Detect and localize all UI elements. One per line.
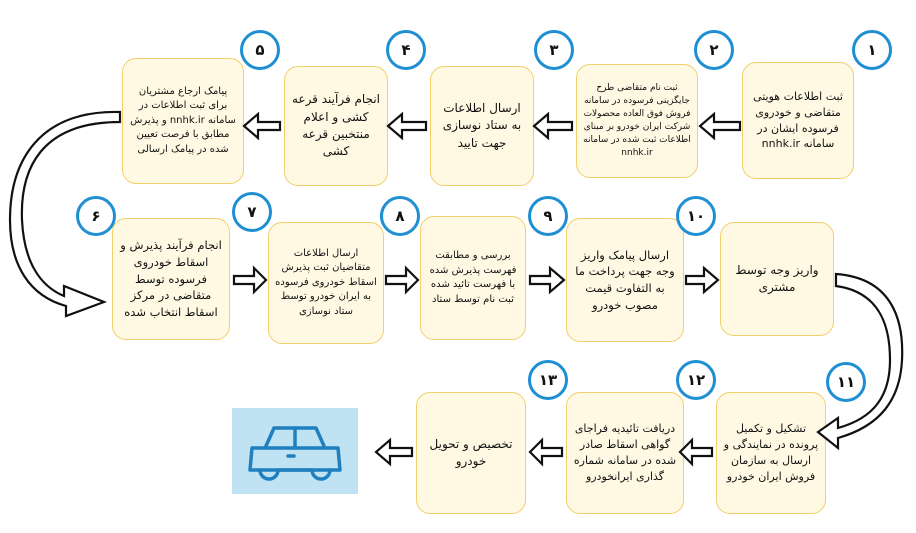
step-box-4: انجام فرآیند قرعه کشی و اعلام منتخبین قر… — [284, 66, 388, 186]
step-number-8: ۸ — [380, 196, 420, 236]
step-number-13: ۱۳ — [528, 360, 568, 400]
step-box-7: ارسال اطلاعات متقاضیان ثبت پذیرش اسقاط خ… — [268, 222, 384, 344]
step-text-3: ارسال اطلاعات به ستاد نوسازی جهت تایید — [442, 100, 522, 150]
arrow-left-icon — [678, 437, 714, 467]
step-text-12: دریافت تائیدیه فراجای گواهی اسقاط صادر ش… — [573, 422, 677, 483]
step-box-12: دریافت تائیدیه فراجای گواهی اسقاط صادر ش… — [566, 392, 684, 514]
step-text-10: واریز وجه توسط مشتری — [735, 262, 819, 294]
step-text-2: ثبت نام متقاضی طرح جایگزینی فرسوده در سا… — [583, 82, 691, 159]
step-number-3: ۳ — [534, 30, 574, 70]
curved-arrow-icon — [816, 272, 904, 451]
step-box-11: تشکیل و تکمیل پرونده در نمایندگی و ارسال… — [716, 392, 826, 514]
step-text-4: انجام فرآیند قرعه کشی و اعلام منتخبین قر… — [291, 92, 381, 159]
step-box-10: واریز وجه توسط مشتری — [720, 222, 834, 336]
arrow-left-icon — [528, 437, 564, 467]
step-number-7: ۷ — [232, 192, 272, 232]
step-number-5: ۵ — [240, 30, 280, 70]
step-text-7: ارسال اطلاعات متقاضیان ثبت پذیرش اسقاط خ… — [275, 247, 377, 317]
step-text-9: ارسال پیامک واریز وجه جهت پرداخت ما به ا… — [575, 247, 675, 312]
step-number-12: ۱۲ — [676, 360, 716, 400]
arrow-left-icon — [532, 111, 574, 141]
step-box-8: بررسی و مطابقت فهرست پذیرش شده با فهرست … — [420, 216, 526, 340]
step-box-3: ارسال اطلاعات به ستاد نوسازی جهت تایید — [430, 66, 534, 186]
arrow-right-icon — [232, 265, 268, 295]
arrow-right-icon — [384, 265, 420, 295]
step-box-5: پیامک ارجاع مشتریان برای ثبت اطلاعات در … — [122, 58, 244, 184]
step-number-11: ۱۱ — [826, 362, 866, 402]
step-text-8: بررسی و مطابقت فهرست پذیرش شده با فهرست … — [429, 250, 517, 305]
step-number-10: ۱۰ — [676, 196, 716, 236]
arrow-right-icon — [684, 265, 720, 295]
step-box-1: ثبت اطلاعات هویتی متقاضی و خودروی فرسوده… — [742, 62, 854, 179]
step-number-1: ۱ — [852, 30, 892, 70]
step-text-11: تشکیل و تکمیل پرونده در نمایندگی و ارسال… — [723, 422, 819, 483]
arrow-left-icon — [698, 111, 742, 141]
step-number-6: ۶ — [76, 196, 116, 236]
step-text-6: انجام فرآیند پذیرش و اسقاط خودروی فرسوده… — [120, 238, 222, 319]
step-number-4: ۴ — [386, 30, 426, 70]
step-number-2: ۲ — [694, 30, 734, 70]
arrow-right-icon — [528, 265, 566, 295]
arrow-left-icon — [374, 437, 414, 467]
step-box-13: تخصیص و تحویل خودرو — [416, 392, 526, 514]
car-icon — [232, 408, 358, 494]
curved-arrow-icon — [8, 110, 122, 318]
step-number-9: ۹ — [528, 196, 568, 236]
step-box-9: ارسال پیامک واریز وجه جهت پرداخت ما به ا… — [566, 218, 684, 342]
step-box-6: انجام فرآیند پذیرش و اسقاط خودروی فرسوده… — [112, 218, 230, 340]
step-text-5: پیامک ارجاع مشتریان برای ثبت اطلاعات در … — [130, 85, 236, 155]
step-box-2: ثبت نام متقاضی طرح جایگزینی فرسوده در سا… — [576, 64, 698, 178]
step-text-1: ثبت اطلاعات هویتی متقاضی و خودروی فرسوده… — [753, 89, 843, 151]
step-text-13: تخصیص و تحویل خودرو — [429, 436, 513, 468]
arrow-left-icon — [242, 111, 282, 141]
arrow-left-icon — [386, 111, 428, 141]
